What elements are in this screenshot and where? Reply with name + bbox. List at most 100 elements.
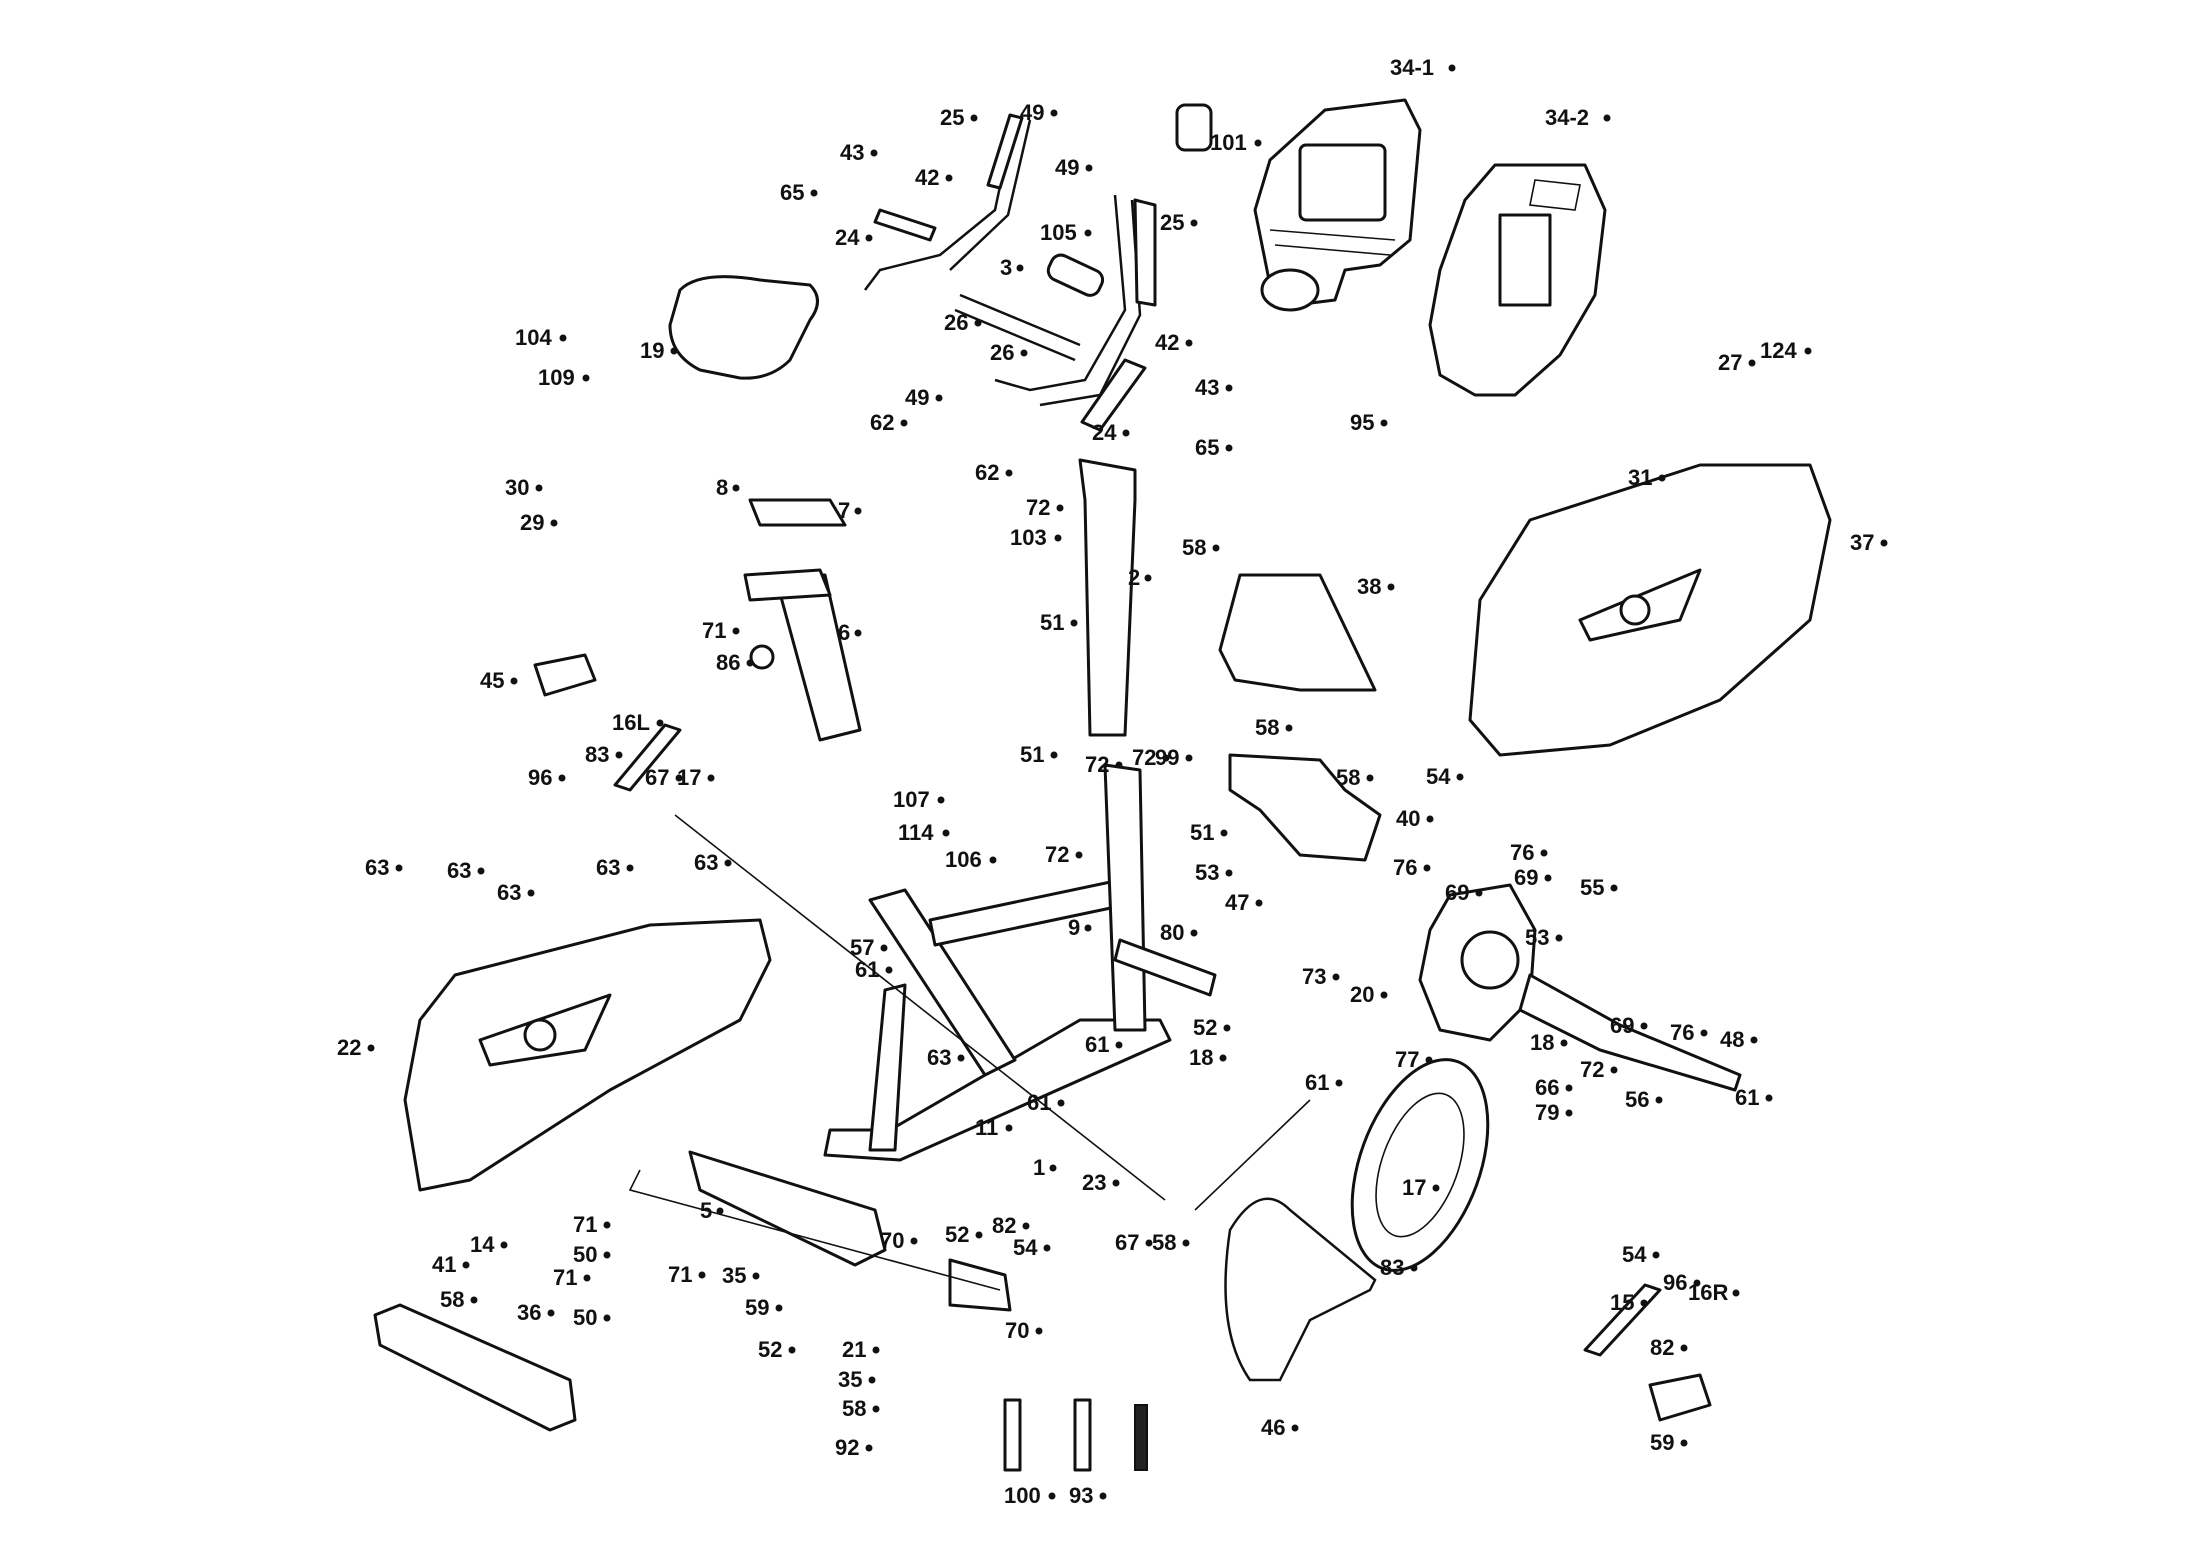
part-label: 71 — [573, 1212, 597, 1237]
leader-dot — [1048, 1492, 1056, 1500]
part-label: 61 — [1305, 1070, 1329, 1095]
part-label: 70 — [880, 1228, 904, 1253]
leader-dot — [582, 374, 590, 382]
left-side-cover — [403, 918, 772, 1192]
leader-dot — [1410, 1264, 1418, 1272]
console-back — [1428, 163, 1607, 397]
leader-dot — [1022, 1222, 1030, 1230]
part-label: 65 — [780, 180, 804, 205]
part-label: 34-2 — [1545, 105, 1589, 130]
part-label: 49 — [1055, 155, 1079, 180]
leader-dot — [1804, 347, 1812, 355]
leader-dot — [1225, 869, 1233, 877]
leader-dot — [854, 629, 862, 637]
leader-dot — [1475, 889, 1483, 897]
front-fairing — [1228, 753, 1382, 862]
part-label: 63 — [927, 1045, 951, 1070]
leader-dot — [1220, 829, 1228, 837]
console-front — [1253, 98, 1422, 312]
leader-dot — [1652, 1251, 1660, 1259]
screwdriver-93 — [1134, 1404, 1148, 1471]
part-label: 76 — [1510, 840, 1534, 865]
leader-dot — [1693, 1279, 1701, 1287]
leader-dot — [1380, 991, 1388, 999]
part-label: 25 — [1160, 210, 1184, 235]
leader-dot — [1115, 761, 1123, 769]
part-label: 79 — [1535, 1100, 1559, 1125]
grip-left-upper — [986, 113, 1024, 190]
leader-dot — [1680, 1344, 1688, 1352]
part-label: 52 — [758, 1337, 782, 1362]
part-label: 9 — [1068, 915, 1080, 940]
part-label: 96 — [528, 765, 552, 790]
leader-dot — [970, 114, 978, 122]
part-label: 69 — [1514, 865, 1538, 890]
leader-dot — [870, 149, 878, 157]
part-label: 72 — [1132, 745, 1156, 770]
leader-dot — [1426, 815, 1434, 823]
part-label: 57 — [850, 935, 874, 960]
leader-dot — [1565, 1084, 1573, 1092]
leader-dot — [675, 774, 683, 782]
part-label: 105 — [1040, 220, 1077, 245]
leader-dot — [900, 419, 908, 427]
part-label: 47 — [1225, 890, 1249, 915]
part-label: 67 — [645, 765, 669, 790]
part-label: 53 — [1525, 925, 1549, 950]
part-label: 51 — [1040, 610, 1064, 635]
part-label: 70 — [1005, 1318, 1029, 1343]
part-label: 58 — [1152, 1230, 1176, 1255]
leader-dot — [872, 1346, 880, 1354]
part-label: 54 — [1622, 1242, 1647, 1267]
part-label: 107 — [893, 787, 930, 812]
leader-dot — [1335, 1079, 1343, 1087]
part-label: 43 — [840, 140, 864, 165]
leader-dot — [1185, 754, 1193, 762]
part-label: 24 — [835, 225, 860, 250]
leader-dot — [1750, 1036, 1758, 1044]
part-label: 35 — [838, 1367, 862, 1392]
part-label: 114 — [898, 820, 934, 845]
leader-dot — [975, 1231, 983, 1239]
leader-dot — [1655, 1096, 1663, 1104]
part-label: 18 — [1189, 1045, 1213, 1070]
leader-dot — [656, 719, 664, 727]
leader-dot — [1084, 229, 1092, 237]
part-label: 65 — [1195, 435, 1219, 460]
part-label: 72 — [1085, 752, 1109, 777]
parts-artwork — [373, 98, 1832, 1472]
leader-dot — [746, 659, 754, 667]
pedal-right — [1648, 1373, 1712, 1422]
part-label: 80 — [1160, 920, 1184, 945]
leader-dot — [1765, 1094, 1773, 1102]
grip-right-upper — [1133, 198, 1157, 307]
leader-dot — [1380, 419, 1388, 427]
part-label: 99 — [1155, 745, 1179, 770]
leader-dot — [942, 829, 950, 837]
part-label: 96 — [1663, 1270, 1687, 1295]
part-label: 100 — [1004, 1483, 1041, 1508]
part-label: 22 — [337, 1035, 361, 1060]
part-label: 83 — [1380, 1255, 1404, 1280]
part-label: 61 — [1027, 1090, 1051, 1115]
leader-dot — [1050, 751, 1058, 759]
part-label: 58 — [1336, 765, 1360, 790]
leader-dot — [1225, 444, 1233, 452]
leader-dot — [603, 1314, 611, 1322]
leader-dot — [1144, 574, 1152, 582]
leader-dot — [1423, 864, 1431, 872]
part-label: 63 — [365, 855, 389, 880]
part-label: 3 — [1000, 255, 1012, 280]
leader-dot — [1099, 1492, 1107, 1500]
leader-dot — [810, 189, 818, 197]
leader-dot — [854, 507, 862, 515]
seat-post — [773, 573, 862, 742]
part-label: 82 — [992, 1213, 1016, 1238]
part-label: 38 — [1357, 574, 1381, 599]
part-label: 30 — [505, 475, 529, 500]
front-stabilizer — [688, 1150, 887, 1267]
leader-dot — [1043, 1244, 1051, 1252]
part-label: 15 — [1610, 1290, 1634, 1315]
leader-dot — [1544, 874, 1552, 882]
